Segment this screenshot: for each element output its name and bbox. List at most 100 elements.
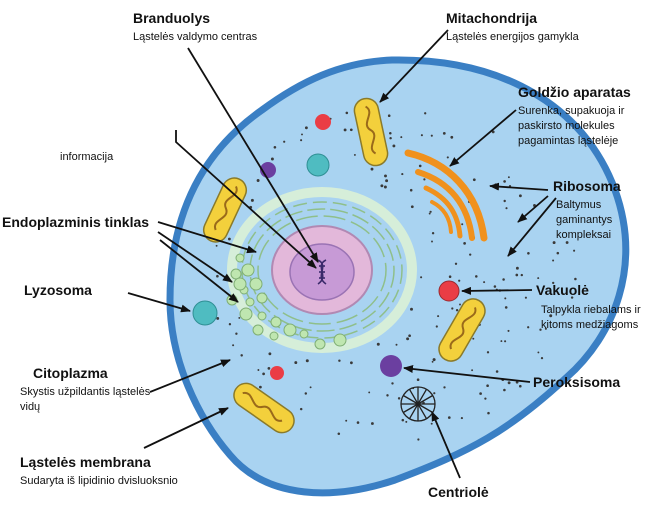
golgi-apparatus [404,149,488,242]
ribosome-dot [309,386,312,389]
label-informacija: informacija [60,151,114,163]
ribosome-dot [385,179,389,183]
ribosome-dot [504,340,507,343]
ribosome-dot [539,328,542,331]
ribosome-dot [565,241,569,244]
label-ribosoma-desc-1: Baltymus [556,199,602,211]
ribosome-dot [487,411,490,415]
ribosome-dot [338,359,341,362]
pointer-membrana [143,407,229,449]
ribosome-dot [570,296,574,299]
ribosome-dot [471,369,474,372]
ribosome-dot [472,337,475,340]
lysosome [192,300,218,326]
centriole-spoke [402,394,419,405]
ribosome-dot [389,136,392,140]
ribosome-dot [573,249,576,252]
ribosome-dot [350,361,353,365]
cell-membrane [166,56,630,497]
er-vesicle [249,277,263,291]
label-citoplazma-title: Citoplazma [33,365,108,381]
er-vesicle [257,311,267,321]
pointer-informacija-line [175,130,317,269]
ribosome-dot [527,326,530,329]
ribosome-dot [400,136,403,139]
ribosome-dot [268,352,272,356]
pointer-ribosoma-2 [517,195,549,223]
ribosome-dot [349,128,353,132]
pointer-er-2 [157,231,233,283]
ribosome-dot [504,306,508,309]
label-branduolys-desc: Ląstelės valdymo centras [133,31,258,43]
ribosome-dot [527,252,530,255]
er-vesicle [283,323,297,337]
ribosome-dot [437,315,440,318]
ribosome-dot [494,183,497,186]
ribosome-dot [433,392,436,395]
er-vesicle [245,297,255,307]
ribosome-dot [460,417,463,420]
centriole [400,386,436,422]
ribosome-dot [443,386,446,389]
pointer-lines [127,29,557,479]
ribosome-dot [519,384,522,388]
ribosome-dot [503,388,506,392]
ribosome-dot [240,354,243,357]
centriole-spoke [417,394,434,405]
label-branduolys-title: Branduolys [133,10,211,26]
ribosome-dot [493,285,497,288]
ribosome-dot [389,132,392,135]
pointer-citoplazma [149,359,231,393]
ribosome-dot [228,323,232,326]
er-vesicle [269,331,279,341]
ribosome-dot [391,382,394,385]
label-endoplazminis-title: Endoplazminis tinklas [2,214,150,230]
ribosome-dot [304,126,308,130]
centriole-spoke [402,403,419,414]
ribosome-dot [486,384,489,388]
ribosome-dot [484,397,487,400]
ribosome-dot [520,273,523,277]
ribosome-dot [447,416,451,419]
pointer-ribosoma-1 [489,182,549,191]
label-goldzio-title: Goldžio aparatas [518,84,631,100]
ribosome-dot [431,232,435,235]
er-vesicle [241,263,255,277]
label-lyzosoma-title: Lyzosoma [24,282,92,298]
ribosome-dot [410,205,414,209]
ribosome-dot [424,112,427,115]
label-centriole-title: Centriolė [428,484,489,500]
ribosome-dot [270,157,274,161]
ribosome-dot [405,420,408,423]
mitochondrion [233,382,295,434]
ribosome-dot [503,180,506,183]
label-citoplazma-desc-2: vidų [20,401,41,413]
centriole-spoke [417,403,434,414]
ribosome-dot [483,281,486,284]
ribosome-dot [495,370,499,373]
ribosome-dot [450,135,454,139]
mitochondrion [202,177,248,243]
centriole-spoke [417,403,428,420]
ribosome-dot [544,327,547,330]
label-goldzio-desc-3: pagamintas ląstelėje [518,135,619,147]
pointer-centriole [431,411,461,479]
label-membrana-desc: Sudaryta iš lipidinio dvisluoksnio [20,475,178,487]
ribosome-dot [537,277,540,280]
ribosome-dot [515,273,519,277]
ribosome-dot [273,145,277,149]
ribosome-dot [518,194,522,198]
ribosome-dot [503,199,506,203]
ribosome-dot [461,223,464,226]
ribosome-dot [387,114,391,117]
ribosome-dot [435,325,438,328]
label-membrana-title: Ląstelės membrana [20,454,151,470]
ribosome-dot [475,275,478,278]
er-vesicle [270,316,282,328]
er-vesicle [314,338,326,350]
pointer-branduolys [187,47,319,263]
ribosome-dot [294,361,298,365]
pointer-mitochondrija [379,29,449,103]
er-vesicle [239,307,253,321]
ribosome-dot [353,153,356,156]
